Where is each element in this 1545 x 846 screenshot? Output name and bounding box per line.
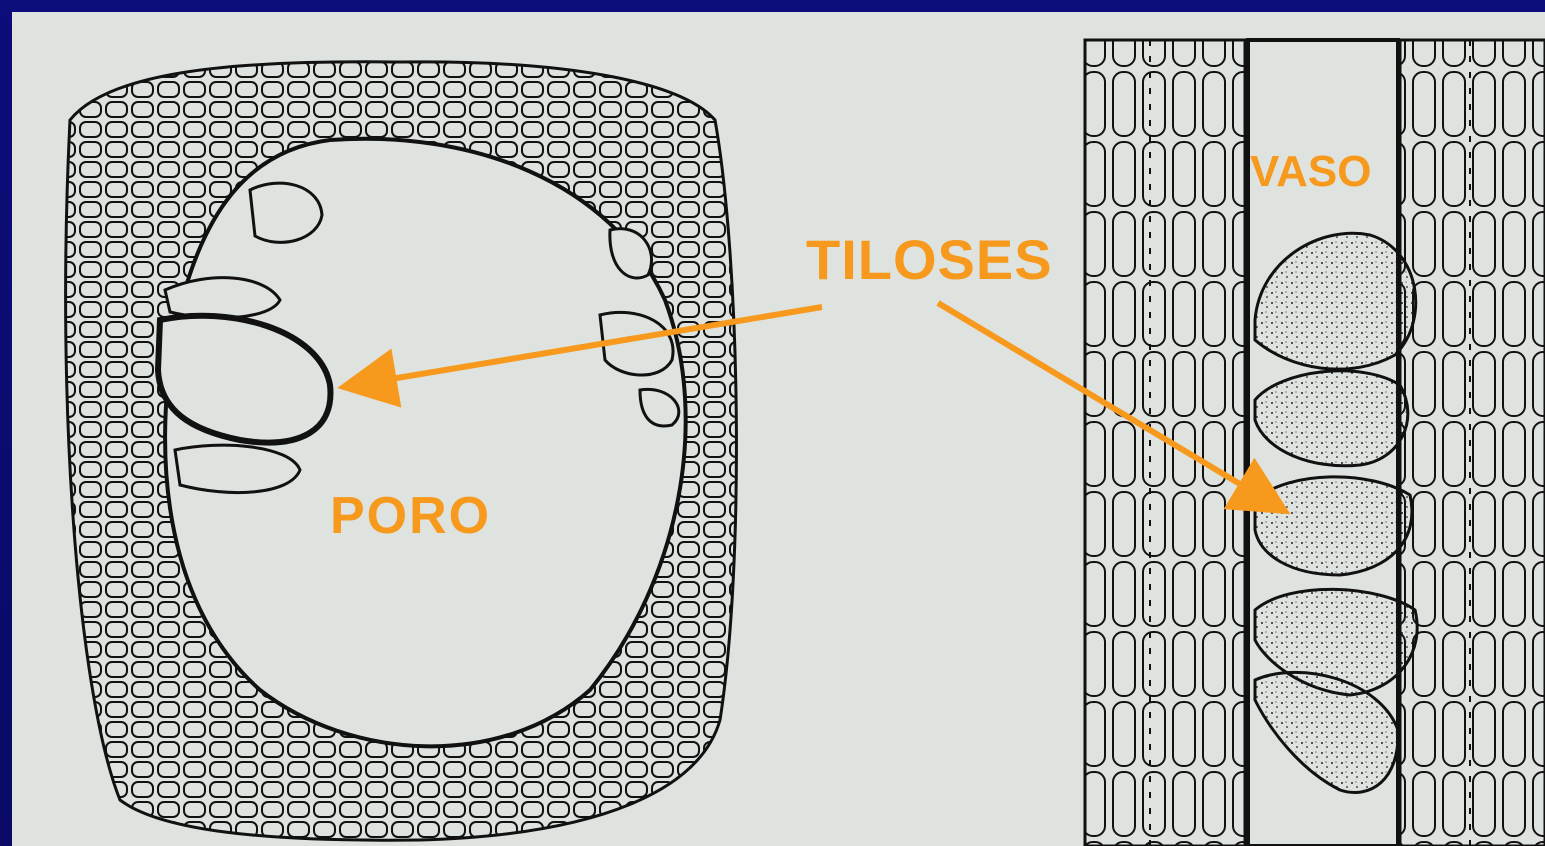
vaso-label: VASO (1250, 150, 1371, 194)
poro-label: PORO (330, 490, 491, 542)
pore-cross-section (66, 62, 737, 840)
tiloses-label: TILOSES (806, 232, 1053, 288)
